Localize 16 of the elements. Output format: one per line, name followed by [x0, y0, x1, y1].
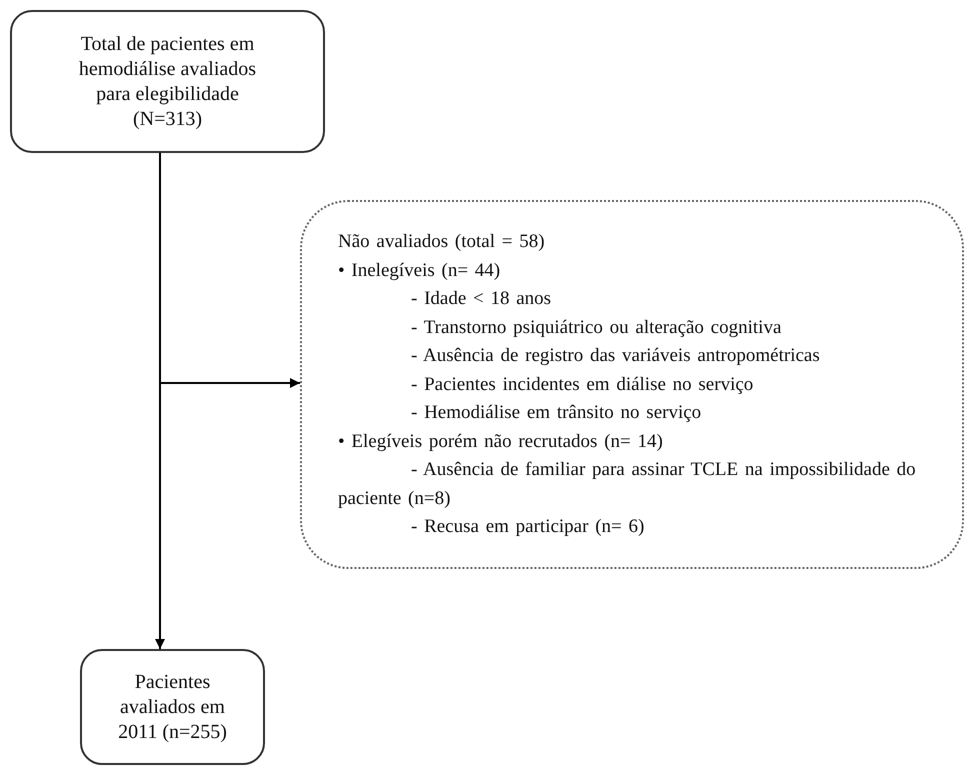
node-text: - Pacientes incidentes em diálise no serviço: [410, 372, 754, 396]
node-text: - Hemodiálise em trânsito no serviço: [410, 401, 702, 425]
node-text: - Recusa em participar (n= 6): [410, 515, 646, 539]
arrow: [159, 153, 300, 388]
node-text: - Ausência de familiar para assinar TCLE na impossibilidade do paciente (n=8): [338, 458, 917, 510]
node-text: Total de pacientes em hemodiálise avaliados para elegibilidade (N=313): [78, 32, 258, 132]
node-text: - Transtorno psiquiátrico ou alteração cognitiva: [410, 316, 782, 340]
dotted-rounded-box: [300, 200, 964, 569]
node-text: • Elegíveis porém não recrutados (n= 14): [338, 430, 664, 454]
node-text: - Ausência de registro das variáveis antropométricas: [410, 344, 821, 368]
rounded-box: [80, 649, 265, 765]
node-text: Não avaliados (total = 58): [338, 230, 546, 254]
node-text: Pacientes avaliados em 2011 (n=255): [117, 670, 228, 744]
rounded-box: [10, 10, 325, 153]
node-text: • Inelegíveis (n= 44): [338, 258, 502, 282]
node-text: - Idade < 18 anos: [410, 287, 552, 311]
